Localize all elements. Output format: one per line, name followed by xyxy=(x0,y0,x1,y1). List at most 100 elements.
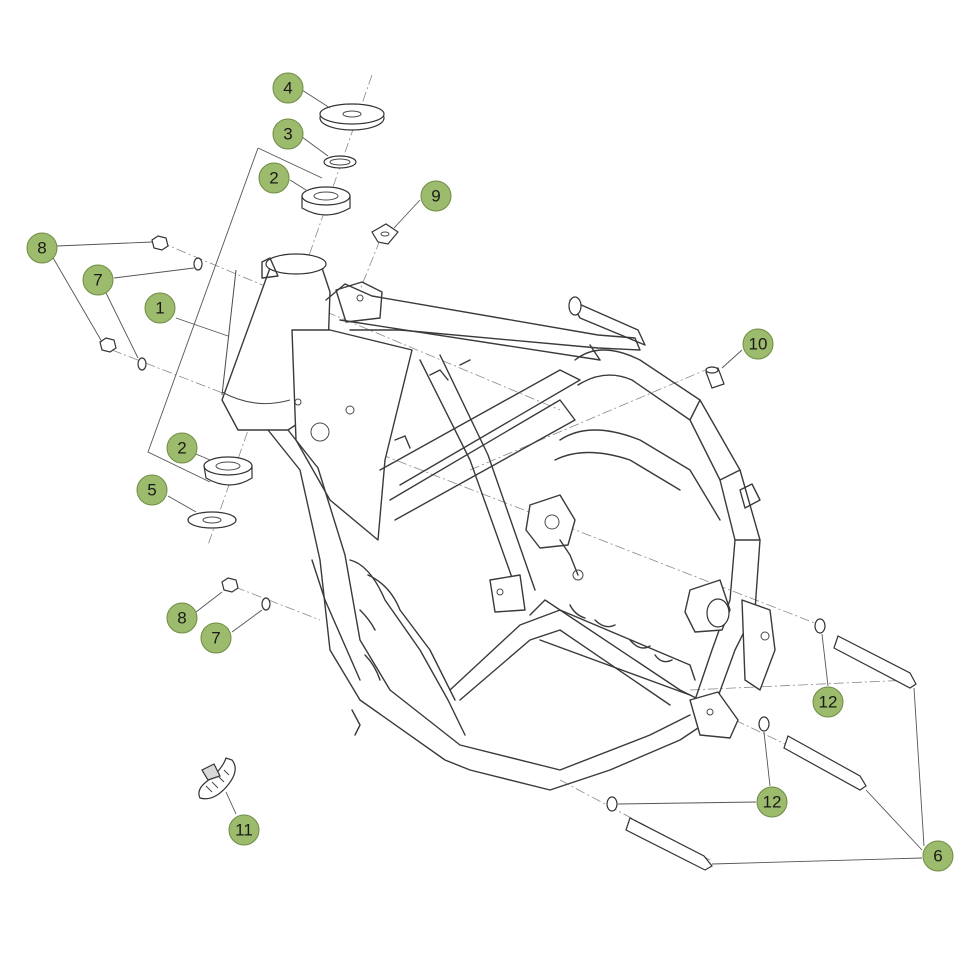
callout-10-circle xyxy=(742,328,774,360)
callout-7-lower: 7 xyxy=(200,622,232,654)
rear-loop-cross-inner xyxy=(554,451,681,491)
front-down-tube-inner xyxy=(287,429,691,771)
lower-left-bracket xyxy=(489,574,526,613)
callout-8-lower-circle xyxy=(166,602,198,634)
exploded-parts xyxy=(99,103,917,871)
part-8-upper-nut xyxy=(151,235,169,251)
rear-cross-tube-end xyxy=(568,296,582,316)
callout-5: 5 xyxy=(136,474,168,506)
callout-12-lower-label: 12 xyxy=(763,793,782,812)
part-8-middle-nut xyxy=(99,337,117,353)
part-6-lower-bolt xyxy=(625,817,713,871)
upper-mount-axis-line xyxy=(159,241,561,411)
rear-loop-seams xyxy=(589,344,761,541)
callout-5-label: 5 xyxy=(147,481,156,500)
lower-rail-left-inner xyxy=(367,574,456,701)
diagonal-brace-upper xyxy=(379,369,581,486)
callout-12-upper-circle xyxy=(812,686,844,718)
head-tube-top-opening xyxy=(265,253,327,275)
clip-axis-line xyxy=(359,239,381,291)
leader-1-lower xyxy=(147,147,259,483)
part-2-lower-bearing-bore xyxy=(215,461,241,471)
leader-1 xyxy=(175,317,229,337)
part-11-cable-tie-teeth xyxy=(205,769,230,793)
rear-plate xyxy=(741,599,776,691)
callout-4-label: 4 xyxy=(283,79,292,98)
callout-4-circle xyxy=(272,72,304,104)
head-tube-edge xyxy=(221,269,237,396)
callout-1-label: 1 xyxy=(155,299,164,318)
spacer-axis-line xyxy=(469,367,711,471)
leader-7b xyxy=(231,609,263,633)
part-4-dust-cap-hole xyxy=(342,110,362,118)
rear-loop-outer xyxy=(574,349,761,706)
callout-2-lower-label: 2 xyxy=(177,439,186,458)
leader-8a-lower xyxy=(51,255,103,343)
center-strut xyxy=(419,359,521,601)
callout-2-upper-circle xyxy=(258,162,290,194)
part-12-middle-washer xyxy=(758,716,770,732)
lower-left-bracket-hole xyxy=(496,588,504,596)
leader-1-upper xyxy=(257,147,323,179)
part-9-clip-nut xyxy=(371,223,399,245)
engine-mount-right-bore xyxy=(706,598,730,628)
engine-mount-left-hole xyxy=(544,514,560,530)
engine-mount-left xyxy=(525,494,576,549)
leader-12b-lower xyxy=(617,801,757,805)
callout-7-upper: 7 xyxy=(82,264,114,296)
callout-7-upper-label: 7 xyxy=(93,271,102,290)
callout-1: 1 xyxy=(144,292,176,324)
mount-tab-hole xyxy=(572,569,584,581)
part-6-middle-bolt xyxy=(783,735,867,791)
leader-7a-upper xyxy=(113,267,195,279)
leader-3 xyxy=(301,136,329,157)
callout-7-upper-circle xyxy=(82,264,114,296)
leader-12b-upper xyxy=(763,731,771,787)
part-6-upper-bolt xyxy=(833,635,917,689)
part-12-upper-washer xyxy=(814,618,826,634)
callout-7-lower-label: 7 xyxy=(211,629,220,648)
leader-10 xyxy=(721,349,743,369)
cradle-brace xyxy=(539,639,691,696)
rear-loop-inner xyxy=(577,374,736,701)
part-12-lower-washer xyxy=(606,796,618,812)
rear-plate-hole xyxy=(760,631,770,641)
cradle-top-tube xyxy=(529,599,696,681)
top-tube-inner-edge xyxy=(339,319,601,361)
rear-loop-cross xyxy=(559,429,721,521)
callout-3: 3 xyxy=(272,118,304,150)
callout-2-upper-label: 2 xyxy=(269,169,278,188)
leader-8a-upper xyxy=(56,241,153,247)
top-mount-hole xyxy=(356,294,364,302)
callout-8-upper: 8 xyxy=(26,232,58,264)
cradle-tabs xyxy=(569,604,673,663)
part-3-ring xyxy=(323,155,357,169)
down-tube-curve xyxy=(311,559,361,681)
rear-tab-upper xyxy=(739,483,761,509)
callout-10-label: 10 xyxy=(749,335,768,354)
lower-rear-bracket xyxy=(689,691,739,739)
part-9-clip-nut-hole xyxy=(380,231,390,237)
front-tabs xyxy=(351,609,381,736)
top-tube xyxy=(325,283,641,351)
leader-lines xyxy=(51,89,925,865)
callout-11-label: 11 xyxy=(235,821,253,840)
callout-8-upper-circle xyxy=(26,232,58,264)
callout-11: 11 xyxy=(228,814,260,846)
callout-9-label: 9 xyxy=(431,187,440,206)
callout-3-circle xyxy=(272,118,304,150)
leader-6-upper xyxy=(913,687,925,847)
cradle-cross-outer xyxy=(449,609,701,701)
callout-6-circle xyxy=(922,840,954,872)
main-frame xyxy=(221,253,776,791)
part-3-ring-inner xyxy=(329,158,351,166)
diagonal-brace-lower xyxy=(389,399,576,521)
part-2-upper-bearing-top xyxy=(301,186,351,206)
leader-9 xyxy=(393,199,421,229)
mount-tab xyxy=(559,539,579,576)
gusset-hole xyxy=(345,405,355,415)
leader-5 xyxy=(167,495,197,513)
lower-rail-left xyxy=(349,559,466,736)
